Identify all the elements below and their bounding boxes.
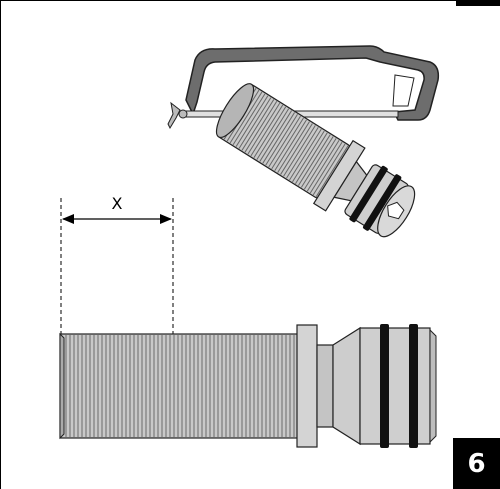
thread-line bbox=[274, 119, 307, 171]
thread-line bbox=[297, 134, 331, 186]
thread-line bbox=[262, 112, 296, 164]
thread-line bbox=[300, 136, 334, 188]
thread-line bbox=[268, 115, 301, 168]
thread-line bbox=[280, 123, 313, 175]
thread-line bbox=[289, 128, 322, 181]
thread-line bbox=[238, 97, 272, 149]
o-ring-2 bbox=[409, 324, 418, 448]
thread-line bbox=[292, 130, 325, 183]
o-ring-1 bbox=[380, 324, 389, 448]
thread-line bbox=[286, 126, 319, 179]
arrowhead-left bbox=[62, 214, 74, 224]
thread-line bbox=[250, 104, 284, 157]
thread-line bbox=[283, 125, 316, 177]
thread-line bbox=[256, 108, 290, 160]
thread-line bbox=[315, 145, 349, 197]
thread-line bbox=[306, 139, 340, 192]
dimension-label: X bbox=[112, 194, 123, 213]
step-badge: 6 bbox=[453, 438, 500, 489]
thread-line bbox=[271, 117, 304, 170]
thread-line bbox=[303, 138, 337, 190]
thread-line bbox=[232, 93, 266, 146]
thread-line bbox=[295, 132, 328, 184]
thread-line bbox=[235, 95, 269, 147]
thread-line bbox=[265, 114, 298, 166]
thread-line bbox=[241, 99, 275, 151]
hacksaw-icon bbox=[167, 45, 440, 130]
corner-mark bbox=[456, 0, 500, 6]
thread-line bbox=[259, 110, 293, 162]
thread-line bbox=[244, 101, 278, 153]
arrowhead-right bbox=[160, 214, 172, 224]
thread-line bbox=[312, 143, 346, 196]
step-number: 6 bbox=[467, 448, 486, 479]
thread-line bbox=[247, 102, 281, 155]
thread-line bbox=[253, 106, 287, 159]
dimension-x bbox=[60, 198, 174, 335]
thread-line bbox=[229, 91, 263, 144]
threaded-fitting-icon bbox=[215, 83, 416, 238]
thread-line bbox=[277, 121, 310, 173]
thread-line bbox=[309, 141, 343, 194]
fitting-side-view bbox=[59, 324, 437, 448]
